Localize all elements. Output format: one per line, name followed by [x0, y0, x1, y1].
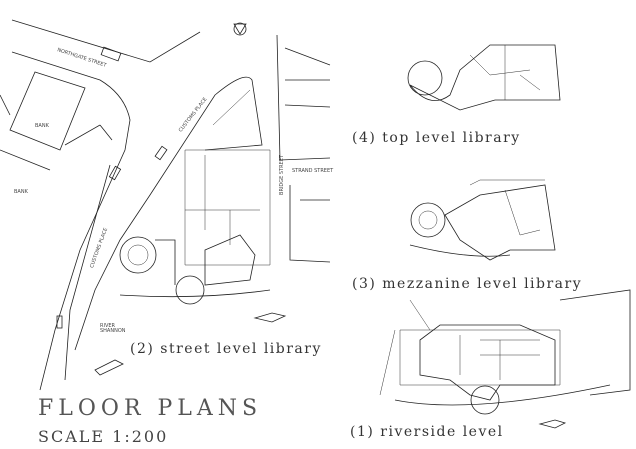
caption-mezzanine-level: (3) mezzanine level library — [352, 276, 583, 292]
parked-car — [154, 145, 168, 161]
street-edge — [64, 124, 113, 146]
caption-riverside-level: (1) riverside level — [350, 424, 504, 440]
boat — [538, 419, 567, 429]
parked-car — [100, 46, 122, 62]
top-level-plan — [407, 44, 561, 111]
page-title: FLOOR PLANS — [38, 396, 263, 421]
street-label-bridge: BRIDGE STREET — [278, 155, 285, 195]
boat — [253, 312, 287, 323]
north-arrow-icon — [233, 22, 247, 36]
street-edge — [11, 51, 131, 391]
label-bank-1: BANK — [35, 123, 49, 129]
bridge-street-block — [276, 34, 331, 161]
quay-edge — [64, 164, 111, 381]
customs-place-edge — [74, 76, 263, 351]
caption-top-level: (4) top level library — [352, 130, 521, 146]
parking-line — [212, 89, 251, 126]
scale-label: SCALE 1:200 — [38, 427, 169, 446]
parked-car — [108, 165, 122, 181]
label-river: RIVER SHANNON — [100, 323, 126, 334]
caption-street-level: (2) street level library — [130, 341, 322, 357]
street-edge — [0, 94, 51, 171]
mezzanine-level-plan — [409, 179, 556, 261]
northgate-street-edge — [11, 19, 201, 63]
parked-car — [56, 315, 63, 329]
label-bank-2: BANK — [14, 189, 28, 195]
bank-block — [9, 71, 86, 151]
strand-street-block — [289, 185, 331, 263]
street-level-plan — [119, 149, 271, 305]
riverside-level-plan — [379, 289, 631, 415]
street-label-strand: STRAND STREET — [292, 168, 334, 174]
boat — [94, 359, 124, 376]
